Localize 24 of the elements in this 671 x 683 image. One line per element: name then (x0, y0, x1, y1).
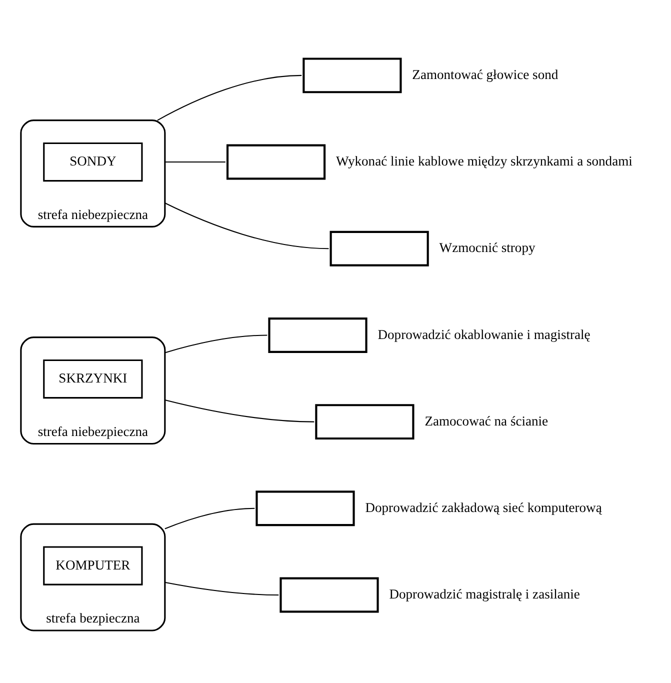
connector (164, 507, 255, 529)
node-box: SKRZYNKI (43, 358, 143, 398)
node-label: Doprowadzić okablowanie i magistralę (378, 326, 590, 342)
node-box: KOMPUTER (43, 546, 143, 585)
connector (164, 581, 279, 596)
node-box (330, 230, 429, 266)
node-label: Doprowadzić zakładową sieć komputerową (365, 499, 602, 514)
node-box (268, 316, 368, 352)
node-label: Zamontować głowice sond (412, 66, 558, 82)
connector (164, 161, 226, 162)
node-box (280, 576, 379, 612)
node-label: Doprowadzić magistralę i zasilanie (389, 586, 580, 602)
node-label: Wykonać linie kablowe między skrzynkami a sondami (336, 153, 632, 168)
node-box (226, 144, 326, 180)
node-box (315, 404, 414, 440)
node-box (302, 57, 402, 93)
connector (157, 74, 302, 120)
node-box: SONDY (43, 142, 143, 182)
node-label: Wzmocnić stropy (439, 240, 536, 255)
node-label: Zamocować na ścianie (424, 412, 548, 428)
connector (164, 334, 268, 353)
connector (164, 202, 329, 249)
node-box (256, 490, 355, 526)
connector (164, 398, 314, 422)
